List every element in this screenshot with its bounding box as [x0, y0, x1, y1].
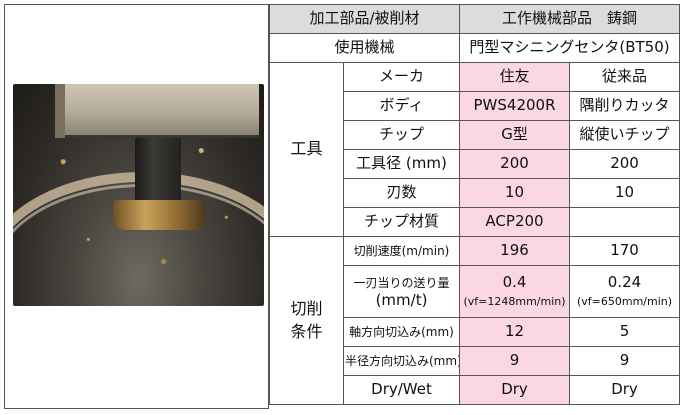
value-sumitomo: PWS4200R [459, 91, 570, 121]
machine-value: 門型マシニングセンタ(BT50) [458, 33, 681, 63]
header-left: 加工部品/被削材 [269, 4, 460, 34]
chips [13, 84, 264, 306]
value-conventional: 0.24 (vf=650mm/min) [568, 265, 681, 318]
row-label: 工具径 (mm) [343, 149, 460, 179]
spec-table: 加工部品/被削材 工作機械部品 鋳鋼 使用機械 門型マシニングセンタ(BT50)… [269, 4, 681, 405]
row-label: 半径方向切込み(mm) [343, 346, 460, 376]
value-sumitomo: Dry [459, 375, 570, 405]
value-conventional: 縦使いチップ [568, 120, 681, 150]
header-right: 工作機械部品 鋳鋼 [458, 4, 681, 34]
value-conventional: 9 [568, 346, 681, 376]
machining-photo [13, 84, 264, 306]
value-sumitomo: 10 [459, 178, 570, 208]
value-sumitomo: 9 [459, 346, 570, 376]
row-label: チップ材質 [343, 207, 460, 237]
value-conventional: 従来品 [568, 62, 681, 92]
machine-row: 使用機械 門型マシニングセンタ(BT50) [269, 33, 681, 63]
table-row: 一刃当りの送り量 (mm/t) 0.4 (vf=1248mm/min) 0.24… [270, 265, 681, 318]
table-row: チップ材質 ACP200 [270, 207, 681, 237]
value-conventional: Dry [568, 375, 681, 405]
row-label: ボディ [343, 91, 460, 121]
table-row: 工具径 (mm) 200 200 [270, 149, 681, 179]
row-label: メーカ [343, 62, 460, 92]
value-sumitomo: 196 [459, 236, 570, 266]
row-label: 刃数 [343, 178, 460, 208]
table-row: 切削条件 切削速度(m/min) 196 170 [269, 236, 681, 405]
row-label: 一刃当りの送り量 (mm/t) [343, 265, 460, 318]
header-row: 加工部品/被削材 工作機械部品 鋳鋼 [269, 4, 681, 34]
table-row: チップ G型 縦使いチップ [270, 120, 681, 150]
value-conventional: 200 [568, 149, 681, 179]
tool-group-label: 工具 [269, 62, 344, 237]
value-conventional: 170 [568, 236, 681, 266]
value-sumitomo: 住友 [459, 62, 570, 92]
value-conventional: 隅削りカッタ [568, 91, 681, 121]
value-conventional: 10 [568, 178, 681, 208]
table-row: 軸方向切込み(mm) 12 5 [270, 317, 681, 347]
row-label: 切削速度(m/min) [343, 236, 460, 266]
row-label: 軸方向切込み(mm) [343, 317, 460, 347]
table-row: 工具 メーカ 住友 従来品 [269, 62, 681, 237]
value-conventional [568, 207, 681, 237]
row-label: Dry/Wet [343, 375, 460, 405]
table-row: 半径方向切込み(mm) 9 9 [270, 346, 681, 376]
table-row: 刃数 10 10 [270, 178, 681, 208]
value-conventional: 5 [568, 317, 681, 347]
cutting-group-label: 切削条件 [269, 236, 344, 405]
value-sumitomo: ACP200 [459, 207, 570, 237]
table-row: Dry/Wet Dry Dry [270, 375, 681, 405]
photo-panel [4, 4, 269, 409]
row-label: チップ [343, 120, 460, 150]
value-sumitomo: 12 [459, 317, 570, 347]
value-sumitomo: 200 [459, 149, 570, 179]
machine-label: 使用機械 [269, 33, 460, 63]
value-sumitomo: 0.4 (vf=1248mm/min) [459, 265, 570, 318]
value-sumitomo: G型 [459, 120, 570, 150]
